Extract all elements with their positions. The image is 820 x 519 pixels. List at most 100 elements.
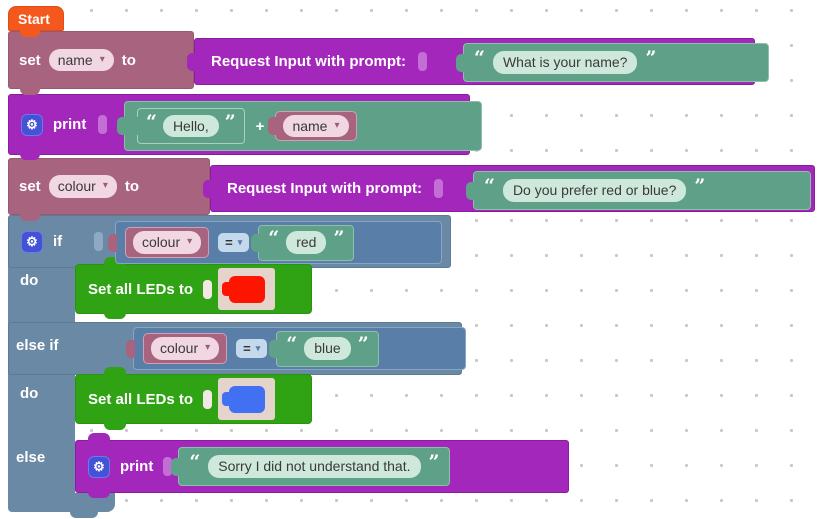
close-quote-icon: ” <box>224 110 236 133</box>
variable-name-label: name <box>57 51 93 68</box>
start-label: Start <box>18 10 50 27</box>
text-string-block[interactable]: “ Do you prefer red or blue? ” <box>466 171 811 210</box>
output-connector <box>221 392 230 406</box>
concat-block[interactable]: “ Hello, ” + name ▾ <box>117 101 482 151</box>
output-connector <box>251 233 261 252</box>
connector-tab <box>20 213 40 221</box>
request-input-name-block[interactable]: Request Input with prompt: “ What is you… <box>187 38 769 85</box>
else-keyword: else <box>16 449 46 466</box>
print-label: print <box>53 116 87 133</box>
close-quote-icon: ” <box>357 333 369 355</box>
open-quote-icon: “ <box>268 227 280 249</box>
output-connector <box>126 339 135 358</box>
if-keyword: if <box>53 233 63 250</box>
variable-name-label: colour <box>57 178 96 195</box>
text-string-block[interactable]: “ Sorry I did not understand that. ” <box>171 447 451 486</box>
output-connector <box>171 457 181 476</box>
output-connector <box>268 116 278 135</box>
do-keyword: do <box>20 272 39 289</box>
colour-swatch-blue[interactable] <box>221 385 265 413</box>
output-connector <box>456 53 465 72</box>
print-hello-block[interactable]: ⚙ print “ Hello, ” + name ▾ <box>8 94 482 155</box>
print-sorry-block[interactable]: ⚙ print “ Sorry I did not understand tha… <box>75 440 569 493</box>
value-socket <box>163 457 173 476</box>
set-keyword: set <box>19 178 41 195</box>
request-input-colour-block[interactable]: Request Input with prompt: “ Do you pref… <box>203 165 815 212</box>
set-keyword: set <box>19 51 41 69</box>
set-name-block[interactable]: set name ▾ to <box>8 31 194 89</box>
do-keyword: do <box>20 385 39 402</box>
request-input-label: Request Input with prompt: <box>211 53 406 70</box>
variable-name-block[interactable]: name ▾ <box>268 110 357 142</box>
open-quote-icon: “ <box>146 110 157 133</box>
compare-red-block[interactable]: colour ▾ = ▾ “ red ” <box>108 221 442 264</box>
chevron-down-icon: ▾ <box>187 236 193 248</box>
output-connector <box>203 179 212 198</box>
connector-tab <box>104 312 126 319</box>
connector-tab <box>20 152 40 160</box>
gear-icon[interactable]: ⚙ <box>21 230 43 253</box>
text-string-block[interactable]: “ red ” <box>251 224 355 261</box>
set-leds-label: Set all LEDs to <box>88 390 194 408</box>
value-socket <box>417 52 427 71</box>
text-input-hello[interactable]: Hello, <box>162 114 219 138</box>
request-input-label: Request Input with prompt: <box>227 180 422 197</box>
variable-dropdown-colour[interactable]: colour ▾ <box>151 337 220 360</box>
colour-picker-block[interactable] <box>218 268 276 310</box>
value-socket <box>203 389 213 409</box>
start-block[interactable]: Start <box>8 6 64 31</box>
variable-colour-block[interactable]: colour ▾ <box>143 333 228 364</box>
text-string-block[interactable]: “ blue ” <box>269 330 379 367</box>
set-leds-red-block[interactable]: Set all LEDs to <box>75 264 312 314</box>
operator-dropdown[interactable]: = ▾ <box>218 233 250 252</box>
value-socket <box>433 179 443 198</box>
gear-icon[interactable]: ⚙ <box>21 113 43 136</box>
output-connector <box>130 117 139 135</box>
close-quote-icon: ” <box>428 451 440 473</box>
print-label: print <box>120 458 154 475</box>
set-leds-blue-block[interactable]: Set all LEDs to <box>75 374 312 424</box>
close-quote-icon: ” <box>645 47 657 69</box>
if-block-footer[interactable] <box>8 493 115 512</box>
connector-tab <box>88 491 110 498</box>
output-connector <box>117 117 126 135</box>
colour-picker-block[interactable] <box>218 378 276 420</box>
text-input-red[interactable]: red <box>286 231 327 254</box>
variable-name-label: colour <box>142 234 181 251</box>
variable-dropdown-colour[interactable]: colour ▾ <box>133 231 202 254</box>
text-string-block[interactable]: “ Hello, ” <box>130 108 245 144</box>
colour-swatch-red[interactable] <box>221 275 265 303</box>
to-keyword: to <box>124 178 140 195</box>
text-input-prompt-colour[interactable]: Do you prefer red or blue? <box>502 179 687 202</box>
operator-label: = <box>225 235 233 250</box>
text-input-sorry[interactable]: Sorry I did not understand that. <box>208 455 421 478</box>
text-input-prompt-name[interactable]: What is your name? <box>492 51 638 74</box>
open-quote-icon: “ <box>286 333 298 355</box>
output-connector <box>269 339 279 358</box>
variable-dropdown-colour[interactable]: colour ▾ <box>48 175 117 198</box>
set-colour-block[interactable]: set colour ▾ to <box>8 158 210 215</box>
operator-label: = <box>243 341 251 356</box>
compare-blue-block[interactable]: colour ▾ = ▾ “ blue ” <box>126 327 466 370</box>
gear-icon[interactable]: ⚙ <box>88 455 110 478</box>
operator-dropdown[interactable]: = ▾ <box>236 339 268 358</box>
open-quote-icon: “ <box>474 47 485 69</box>
close-quote-icon: ” <box>333 227 345 249</box>
connector-tab <box>20 87 40 95</box>
connector-tab <box>104 367 126 375</box>
chevron-down-icon: ▾ <box>334 119 340 131</box>
variable-colour-block[interactable]: colour ▾ <box>125 227 210 258</box>
output-connector <box>108 233 117 252</box>
variable-dropdown-name[interactable]: name ▾ <box>283 114 349 138</box>
variable-dropdown-name[interactable]: name ▾ <box>48 48 114 72</box>
connector-tab <box>104 423 126 430</box>
text-string-block[interactable]: “ What is your name? ” <box>456 43 769 82</box>
text-input-blue[interactable]: blue <box>304 337 351 360</box>
close-quote-icon: ” <box>694 175 706 197</box>
chevron-down-icon: ▾ <box>255 343 261 353</box>
chevron-down-icon: ▾ <box>205 342 211 354</box>
set-leds-label: Set all LEDs to <box>88 280 194 298</box>
plus-operator-label: + <box>255 117 265 135</box>
connector-tab <box>88 433 110 441</box>
